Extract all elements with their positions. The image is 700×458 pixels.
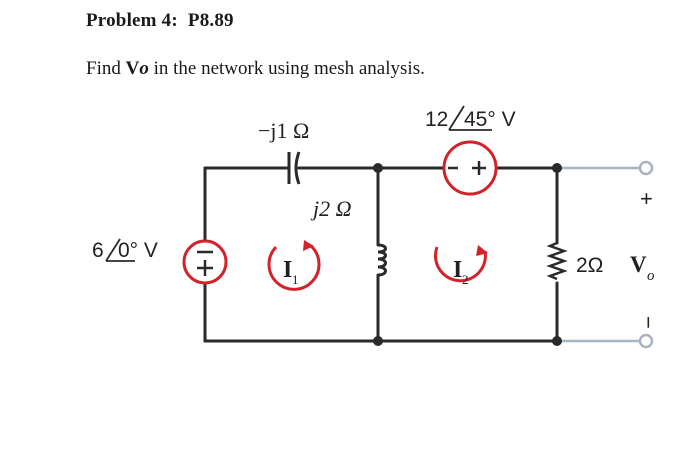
resistor-icon	[546, 241, 568, 281]
left-source-plus-icon	[197, 260, 213, 276]
svg-text:2: 2	[462, 272, 469, 287]
mesh1-label: I 1	[283, 257, 299, 287]
statement-after: in the network using mesh analysis.	[148, 58, 425, 79]
mesh2-arrow-icon	[433, 246, 487, 283]
svg-text:o: o	[647, 268, 655, 284]
svg-text:6: 6	[92, 239, 104, 262]
problem-title: Problem 4: P8.89	[86, 10, 234, 32]
output-voltage-label: V o	[630, 252, 655, 284]
resistor-label: 2Ω	[576, 254, 603, 277]
inductor-label: j2 Ω	[310, 196, 352, 221]
top-source-plus-icon	[472, 161, 486, 175]
problem-label: Problem 4:	[86, 10, 178, 31]
mesh1-arrow-icon	[267, 244, 321, 291]
output-minus-label: −	[636, 316, 661, 329]
output-terminal-bottom	[638, 333, 654, 349]
mesh1-arrowhead-icon	[303, 240, 314, 251]
top-voltage-source-icon	[442, 140, 498, 196]
mesh2-label: I 2	[453, 257, 469, 287]
top-source-label: 12 45° V	[425, 105, 516, 131]
svg-text:I: I	[453, 257, 462, 283]
node-top-right	[552, 163, 562, 173]
capacitor-icon	[287, 151, 301, 185]
svg-text:0° V: 0° V	[118, 239, 158, 262]
statement-before: Find	[86, 58, 126, 79]
output-plus-label: +	[640, 186, 653, 211]
problem-statement: Find Vo in the network using mesh analys…	[86, 58, 425, 80]
svg-text:12: 12	[425, 108, 448, 131]
node-bottom-right	[552, 336, 562, 346]
angle-symbol-icon	[448, 105, 492, 131]
node-bottom-middle	[373, 336, 383, 346]
left-source-label: 6 0° V	[92, 238, 158, 262]
svg-text:1: 1	[292, 272, 299, 287]
statement-variable: Vo	[125, 58, 149, 79]
node-top-middle	[373, 163, 383, 173]
inductor-icon	[377, 243, 387, 277]
svg-text:45° V: 45° V	[464, 108, 516, 131]
svg-text:V: V	[630, 252, 647, 277]
angle-symbol-icon	[105, 238, 135, 262]
capacitor-label: −j1 Ω	[258, 118, 309, 143]
mesh2-arrowhead-icon	[476, 245, 488, 256]
problem-number: P8.89	[187, 10, 234, 31]
output-terminal-top	[638, 160, 654, 176]
svg-text:I: I	[283, 257, 292, 283]
